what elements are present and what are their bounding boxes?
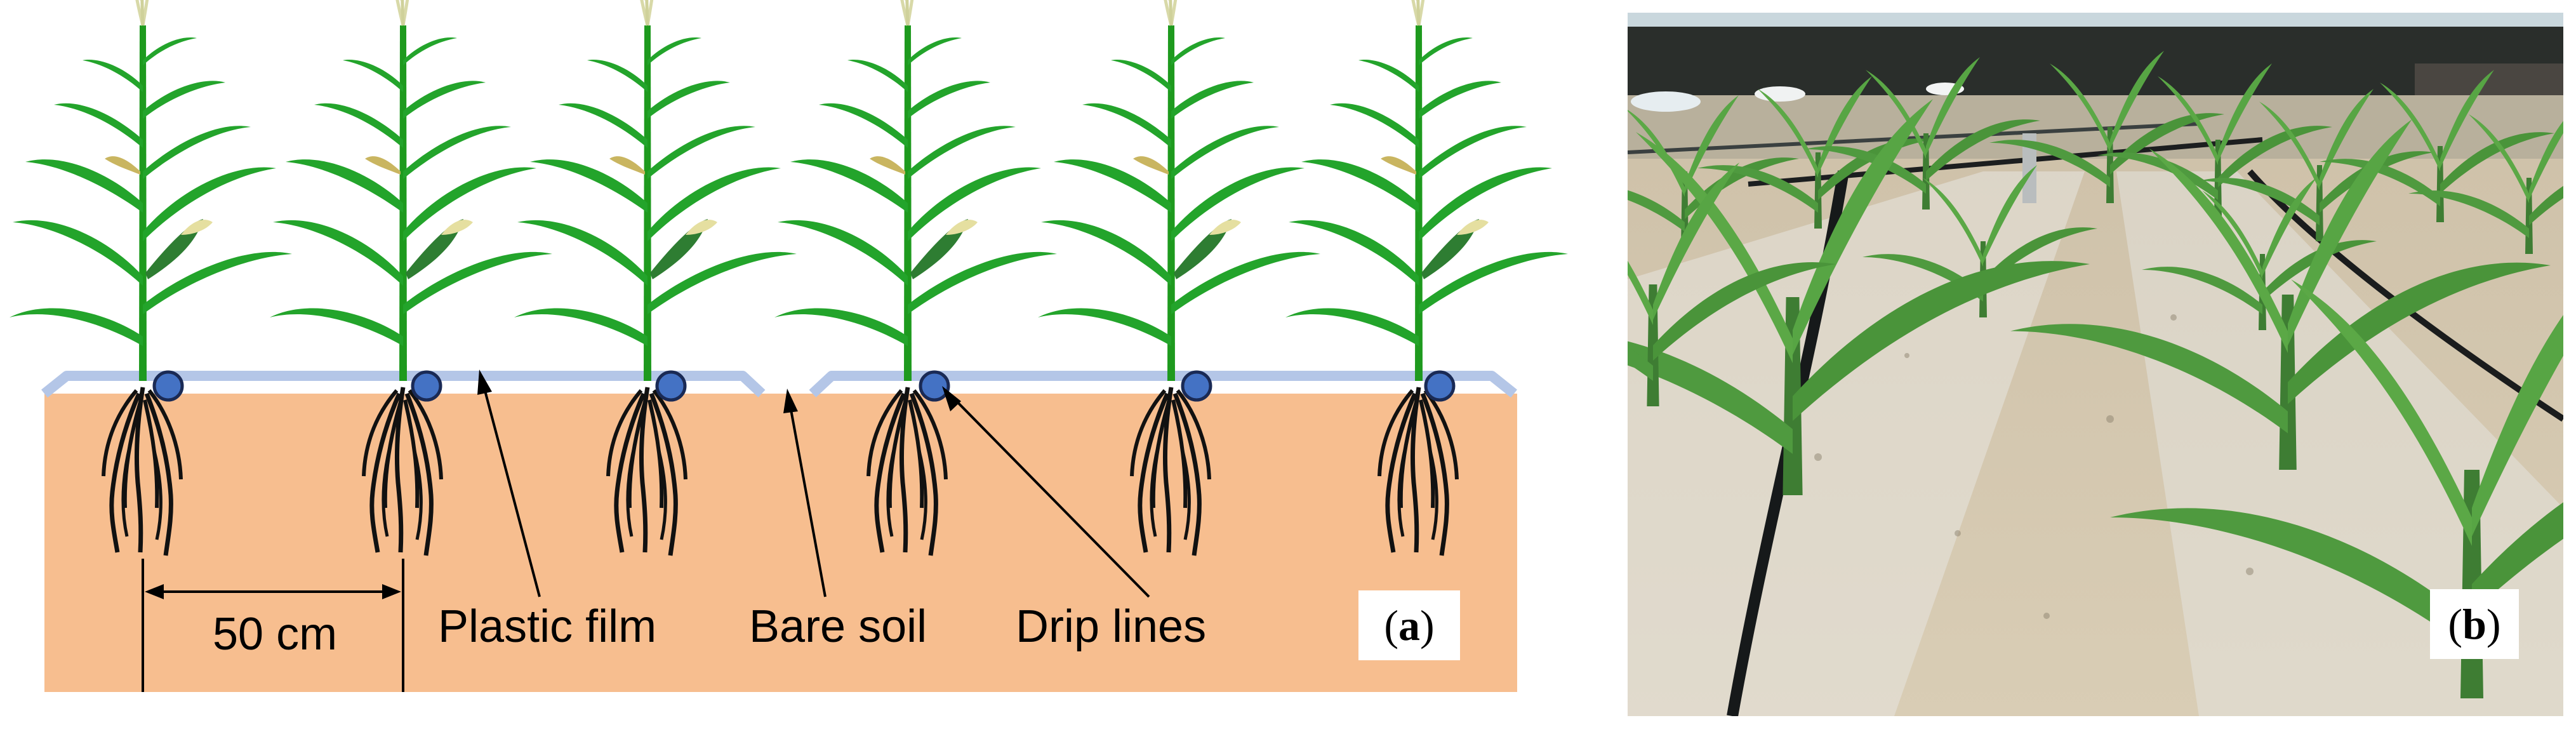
panel-b-field-photo: (b) [1628, 13, 2563, 716]
drip-lines-label: Drip lines [1016, 601, 1207, 652]
planting-diagram [0, 0, 1600, 692]
soil-block [44, 394, 1517, 692]
field-photo [1628, 13, 2563, 716]
drip-line-marker [1181, 370, 1212, 402]
plastic-film-label: Plastic film [438, 601, 657, 652]
drip-line-marker [411, 370, 442, 402]
panel-a-diagram: 50 cm Plastic film Bare soil Drip lines … [0, 0, 1600, 692]
callout-arrows [477, 369, 1150, 598]
drip-line-marker [152, 370, 184, 402]
spacing-label: 50 cm [213, 609, 338, 660]
drip-line-marker [655, 370, 687, 402]
drip-lines [152, 370, 1456, 402]
panel-b-tag: (b) [2430, 589, 2519, 659]
drip-line-marker [1424, 370, 1456, 402]
bare-soil-label: Bare soil [749, 601, 927, 652]
drip-line-marker [919, 370, 950, 402]
panel-a-tag: (a) [1358, 590, 1460, 660]
spacing-dimension [142, 559, 404, 692]
plastic-film-right [809, 371, 1517, 398]
